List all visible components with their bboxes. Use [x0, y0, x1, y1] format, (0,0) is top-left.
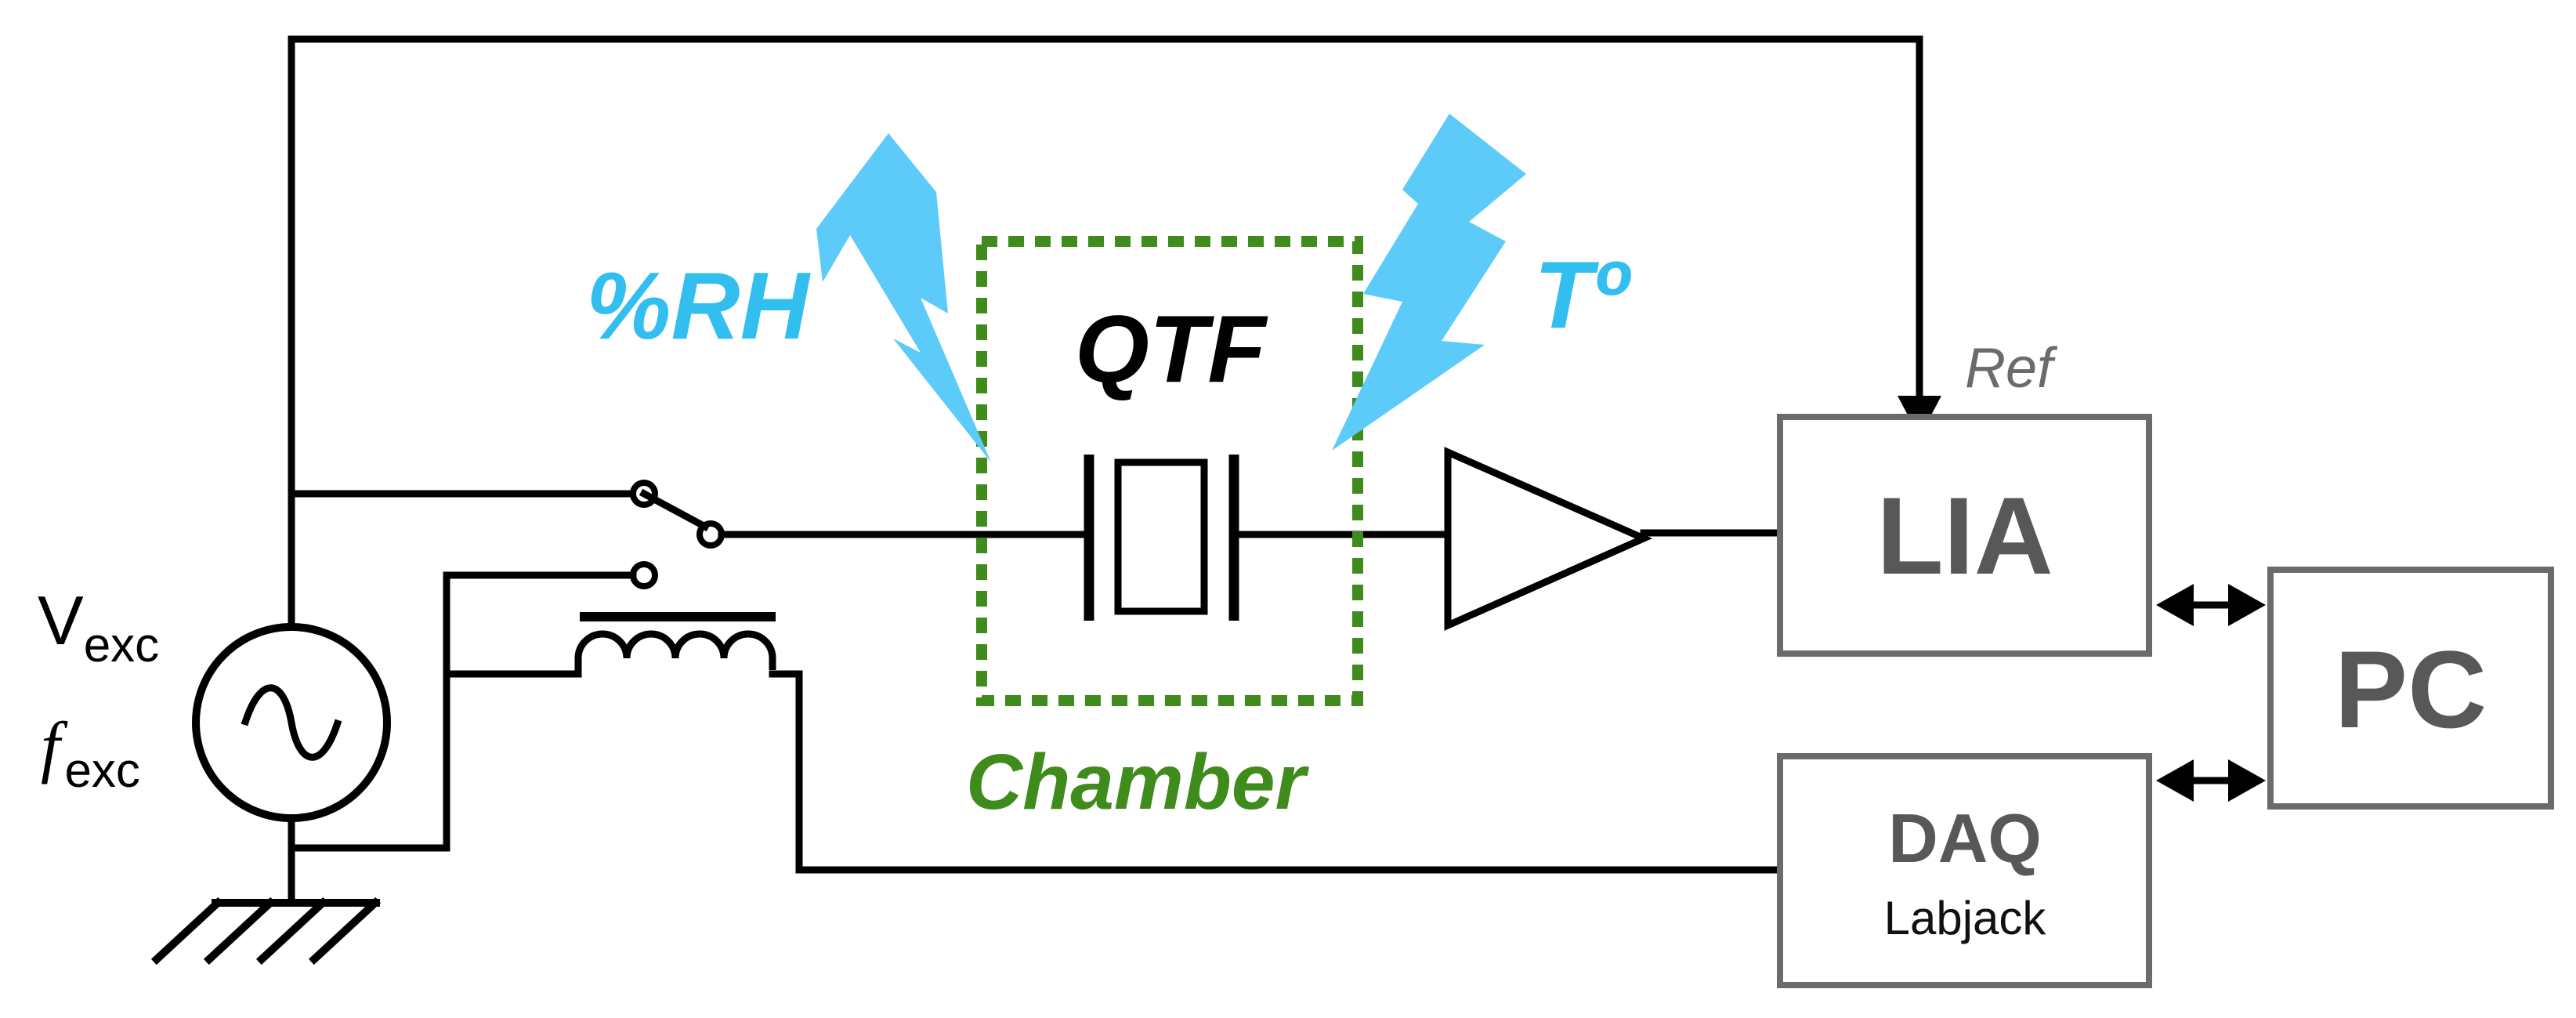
humidity-label: %RH [586, 252, 812, 359]
pc-label: PC [2335, 628, 2487, 751]
pc-box [2267, 567, 2554, 810]
switch-blade [639, 488, 711, 532]
lia-box [1777, 414, 2152, 657]
transformer-to-daq-wire [769, 670, 1784, 874]
coil-feed-wire [443, 658, 582, 678]
transformer-coil [574, 630, 776, 670]
sine-wave-icon [241, 684, 342, 761]
chamber-label: Chamber [966, 738, 1310, 826]
humidity-bolt-icon [816, 133, 991, 462]
daq-sublabel: Labjack [1884, 892, 2047, 944]
daq-label: DAQ [1888, 799, 2042, 877]
lia-ref-label: Ref [1965, 337, 2058, 400]
amplifier-icon [1444, 447, 1653, 631]
temperature-bolt-icon [1332, 114, 1526, 451]
temperature-label: Tº [1534, 241, 1632, 348]
lia-label: LIA [1876, 474, 2053, 597]
daq-box [1777, 753, 2152, 988]
reference-wire [288, 35, 1923, 631]
switch-bottom-wire [443, 571, 637, 852]
chamber-box [976, 236, 1363, 706]
lia-pc-double-arrow [2156, 584, 2266, 626]
qtf-crystal [1114, 458, 1208, 615]
ground-icon [150, 897, 382, 965]
frequency-label: fexc [41, 709, 140, 798]
voltage-label: Vexc [38, 581, 159, 672]
qtf-label: QTF [1075, 295, 1268, 402]
daq-pc-double-arrow [2156, 759, 2266, 802]
